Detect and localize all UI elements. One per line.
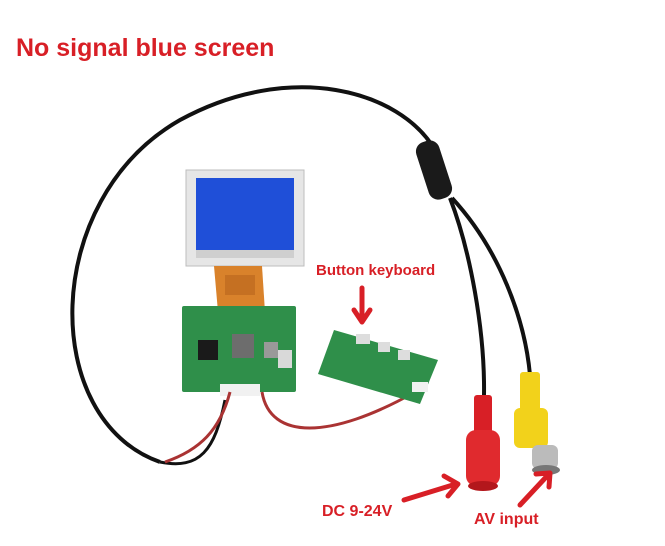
button-keypad-board	[318, 330, 438, 404]
page-title: No signal blue screen	[16, 34, 275, 62]
av-plug	[514, 372, 560, 475]
driver-board	[182, 306, 296, 396]
label-av: AV input	[474, 511, 539, 528]
board-wires	[164, 391, 232, 464]
dc-plug	[466, 395, 500, 491]
arrow-dc	[401, 473, 461, 503]
annotation-arrows	[351, 285, 553, 508]
flex-ribbon	[214, 266, 265, 312]
arrow-av	[517, 470, 553, 508]
cable-splitter	[415, 140, 532, 396]
blue-screen	[196, 178, 294, 250]
arrow-keyboard	[351, 285, 373, 325]
label-button-keyboard: Button keyboard	[316, 262, 436, 279]
cable-to-board	[159, 399, 227, 466]
label-dc: DC 9-24V	[322, 503, 393, 520]
lcd-panel	[185, 169, 305, 267]
main-cable	[70, 85, 437, 464]
